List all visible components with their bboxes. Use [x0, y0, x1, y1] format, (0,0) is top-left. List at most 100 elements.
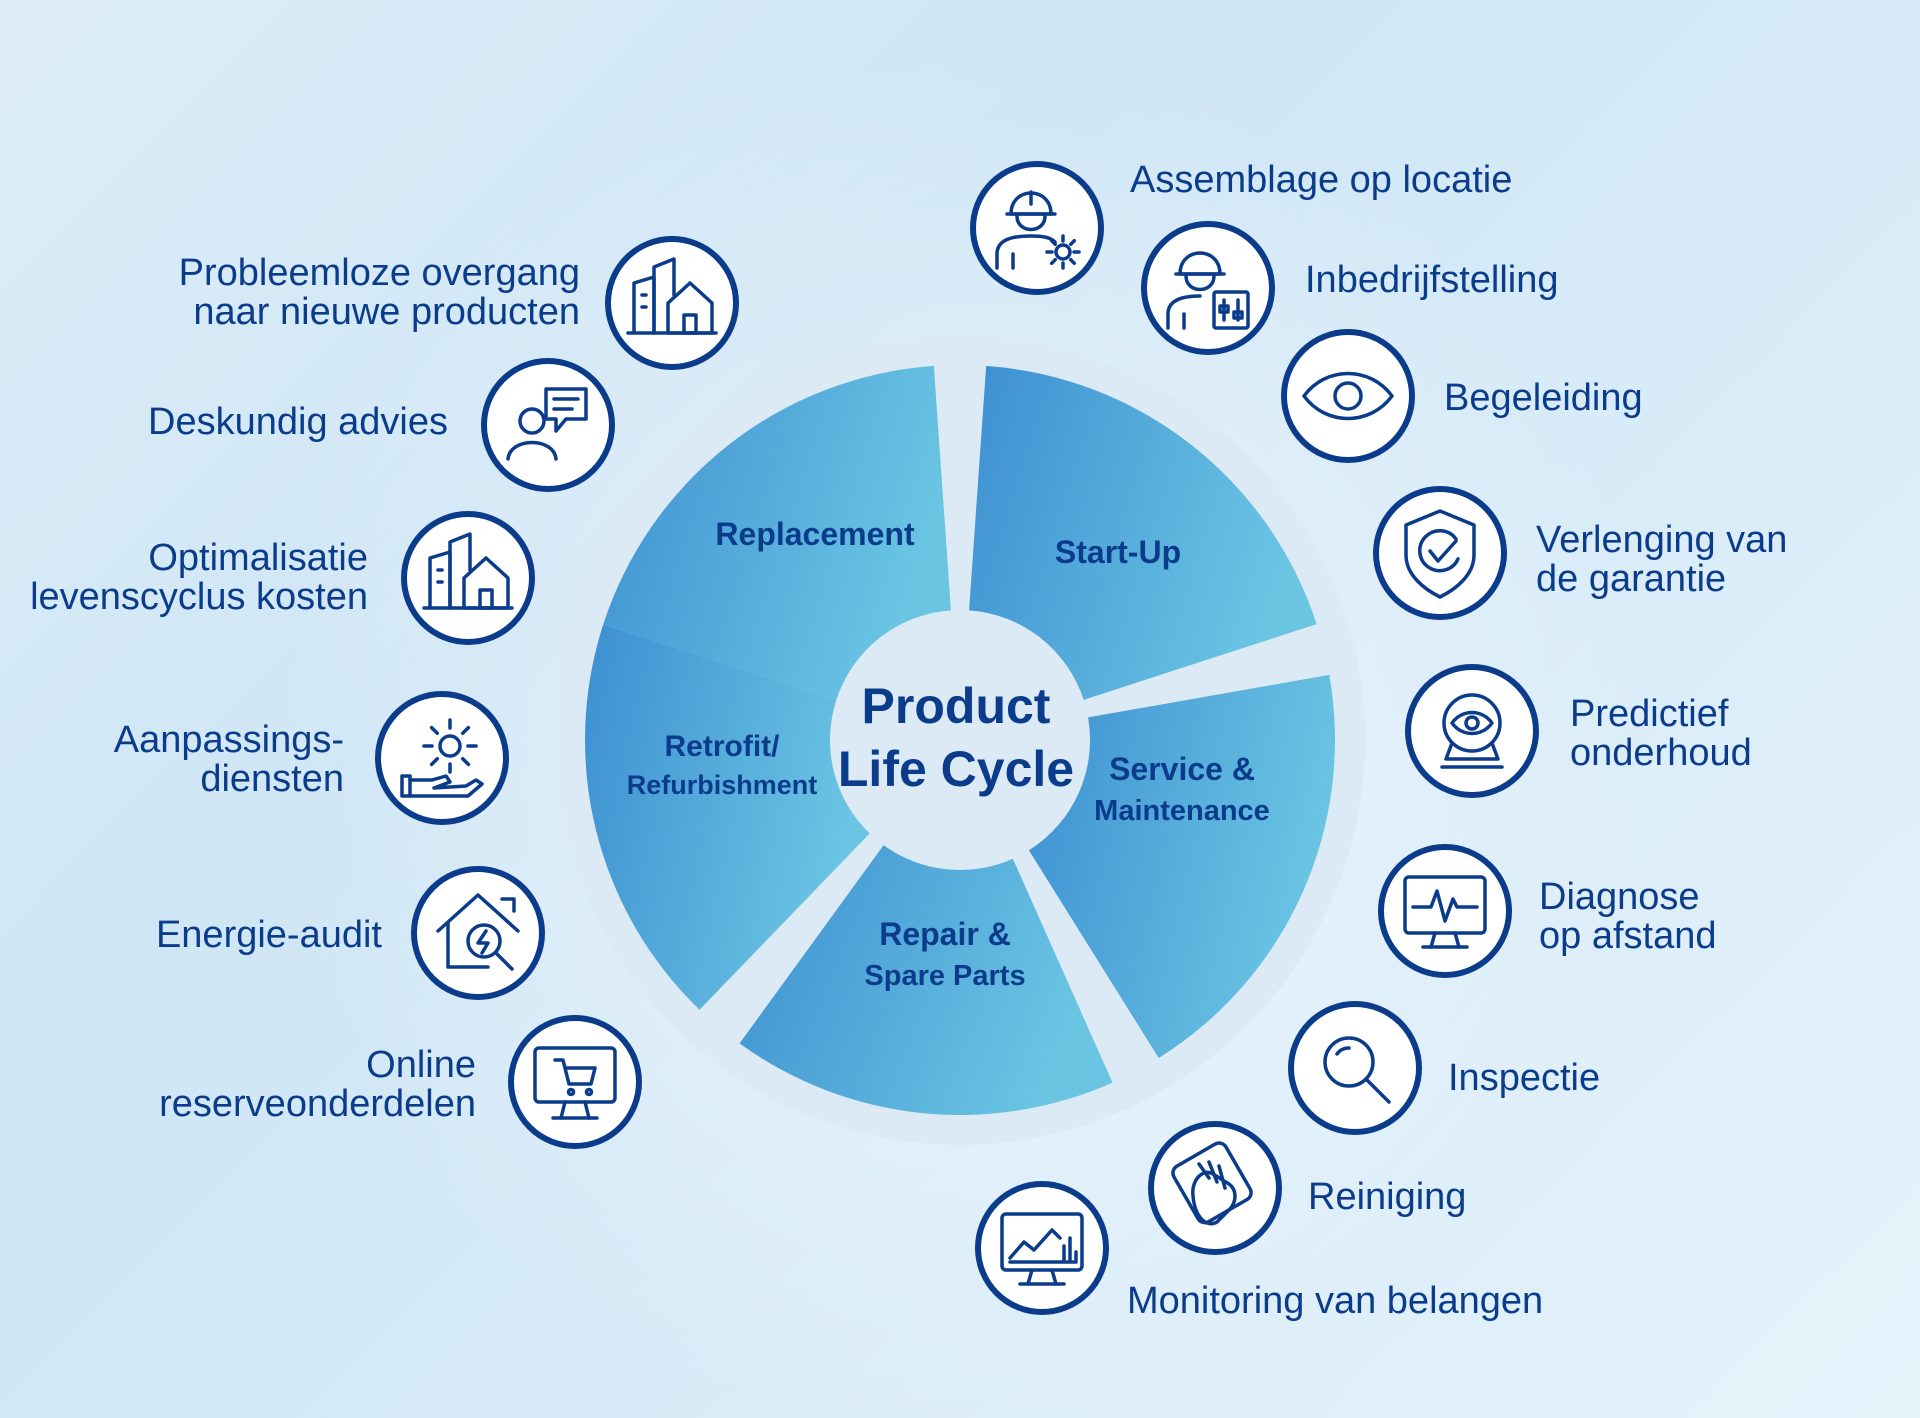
label-line: Online [366, 1044, 476, 1086]
monitor-pulse-icon [1403, 875, 1487, 949]
engineer-panel-icon [1166, 251, 1250, 330]
segment-label-start-up: Start-Up [1055, 534, 1181, 570]
label-line: Aanpassings- [113, 719, 344, 761]
service-icons [375, 161, 1539, 1315]
icon-circle [1373, 486, 1507, 620]
right-service-label-9: Monitoring van belangen [1127, 1279, 1544, 1322]
left-service-3[interactable] [401, 511, 535, 645]
monitor-chart-icon [1000, 1212, 1084, 1286]
label-line: Deskundig advies [148, 400, 448, 443]
right-service-4[interactable] [1373, 486, 1507, 620]
label-line: Assemblage op locatie [1130, 158, 1513, 201]
label-line: Probleemloze overgang [178, 252, 580, 294]
label-line: Optimalisatie [148, 537, 368, 579]
label-line: Verlenging van [1536, 519, 1788, 561]
icon-circle [375, 691, 509, 825]
left-service-1[interactable] [605, 236, 739, 370]
icon-circle [401, 511, 535, 645]
shield-check-icon [1404, 509, 1476, 599]
right-service-5[interactable] [1405, 664, 1539, 798]
engineer-gear-icon [995, 190, 1081, 270]
right-service-label-8: Reiniging [1308, 1175, 1467, 1218]
segment-label-service: Service & [1109, 751, 1255, 787]
left-service-4[interactable] [375, 691, 509, 825]
right-service-8[interactable] [1148, 1121, 1282, 1255]
label-line: onderhoud [1570, 732, 1752, 774]
label-line: naar nieuwe producten [193, 291, 580, 333]
left-service-label-4: Aanpassings-diensten [114, 721, 344, 799]
icon-circle [605, 236, 739, 370]
hand-gear-icon [400, 718, 484, 798]
segment-service[interactable] [1028, 674, 1335, 1059]
left-service-5[interactable] [411, 866, 545, 1000]
label-line: Energie-audit [155, 913, 382, 956]
right-service-7[interactable] [1288, 1001, 1422, 1135]
segment-label-retrofit: Retrofit/ [665, 730, 781, 763]
right-service-6[interactable] [1378, 844, 1512, 978]
segment-start-up[interactable] [969, 365, 1317, 700]
segment-label-service: Maintenance [1094, 795, 1270, 827]
left-service-label-2: Deskundig advies [148, 400, 448, 443]
right-service-9[interactable] [975, 1181, 1109, 1315]
label-line: reserveonderdelen [159, 1083, 476, 1125]
advisor-chat-icon [506, 387, 588, 461]
label-line: diensten [200, 758, 344, 800]
eye-icon [1302, 371, 1394, 421]
label-line: Inspectie [1448, 1056, 1601, 1099]
house-energy-search-icon [436, 893, 520, 971]
label-line: Diagnose [1539, 876, 1700, 918]
icon-circle [411, 866, 545, 1000]
icon-circle [1378, 844, 1512, 978]
eye-ball-icon [1440, 693, 1504, 769]
segment-replacement[interactable] [603, 365, 951, 700]
icon-circle [1288, 1001, 1422, 1135]
label-line: op afstand [1539, 915, 1717, 957]
label-line: Predictief [1570, 693, 1729, 735]
label-line: Monitoring van belangen [1127, 1279, 1544, 1322]
right-service-1[interactable] [970, 161, 1104, 295]
icon-circle [481, 358, 615, 492]
segment-label-repair: Repair & [879, 916, 1011, 952]
monitor-cart-icon [533, 1046, 617, 1120]
left-service-6[interactable] [508, 1015, 642, 1149]
center-hub [837, 617, 1083, 863]
segment-label-replacement: Replacement [715, 516, 915, 552]
magnifier-icon [1323, 1036, 1391, 1104]
segment-label-repair: Spare Parts [864, 960, 1025, 992]
icon-circle [1148, 1121, 1282, 1255]
label-line: Begeleiding [1444, 376, 1643, 419]
center-title-line1: Product [862, 678, 1051, 734]
segment-label-retrofit: Refurbishment [627, 770, 818, 800]
buildings-home-icon [626, 257, 718, 335]
label-line: de garantie [1536, 558, 1727, 600]
icon-circle [1405, 664, 1539, 798]
right-service-label-7: Inspectie [1448, 1056, 1601, 1099]
center-title-line2: Life Cycle [838, 741, 1074, 797]
label-line: Inbedrijfstelling [1305, 258, 1559, 301]
hand-cleaning-icon [1171, 1141, 1253, 1226]
right-service-label-3: Begeleiding [1444, 376, 1643, 419]
right-service-2[interactable] [1141, 221, 1275, 355]
label-line: levenscyclus kosten [30, 576, 368, 618]
buildings-home-icon [422, 532, 514, 610]
label-line: Reiniging [1308, 1175, 1467, 1218]
icon-circle [508, 1015, 642, 1149]
segment-retrofit[interactable] [585, 624, 870, 1010]
left-service-2[interactable] [481, 358, 615, 492]
right-service-label-1: Assemblage op locatie [1130, 158, 1513, 201]
right-service-label-2: Inbedrijfstelling [1305, 258, 1559, 301]
cycle-segments [585, 365, 1335, 1116]
right-service-3[interactable] [1281, 329, 1415, 463]
icon-circle [1281, 329, 1415, 463]
icon-circle [975, 1181, 1109, 1315]
segment-repair[interactable] [739, 845, 1113, 1116]
left-service-label-5: Energie-audit [155, 913, 382, 956]
